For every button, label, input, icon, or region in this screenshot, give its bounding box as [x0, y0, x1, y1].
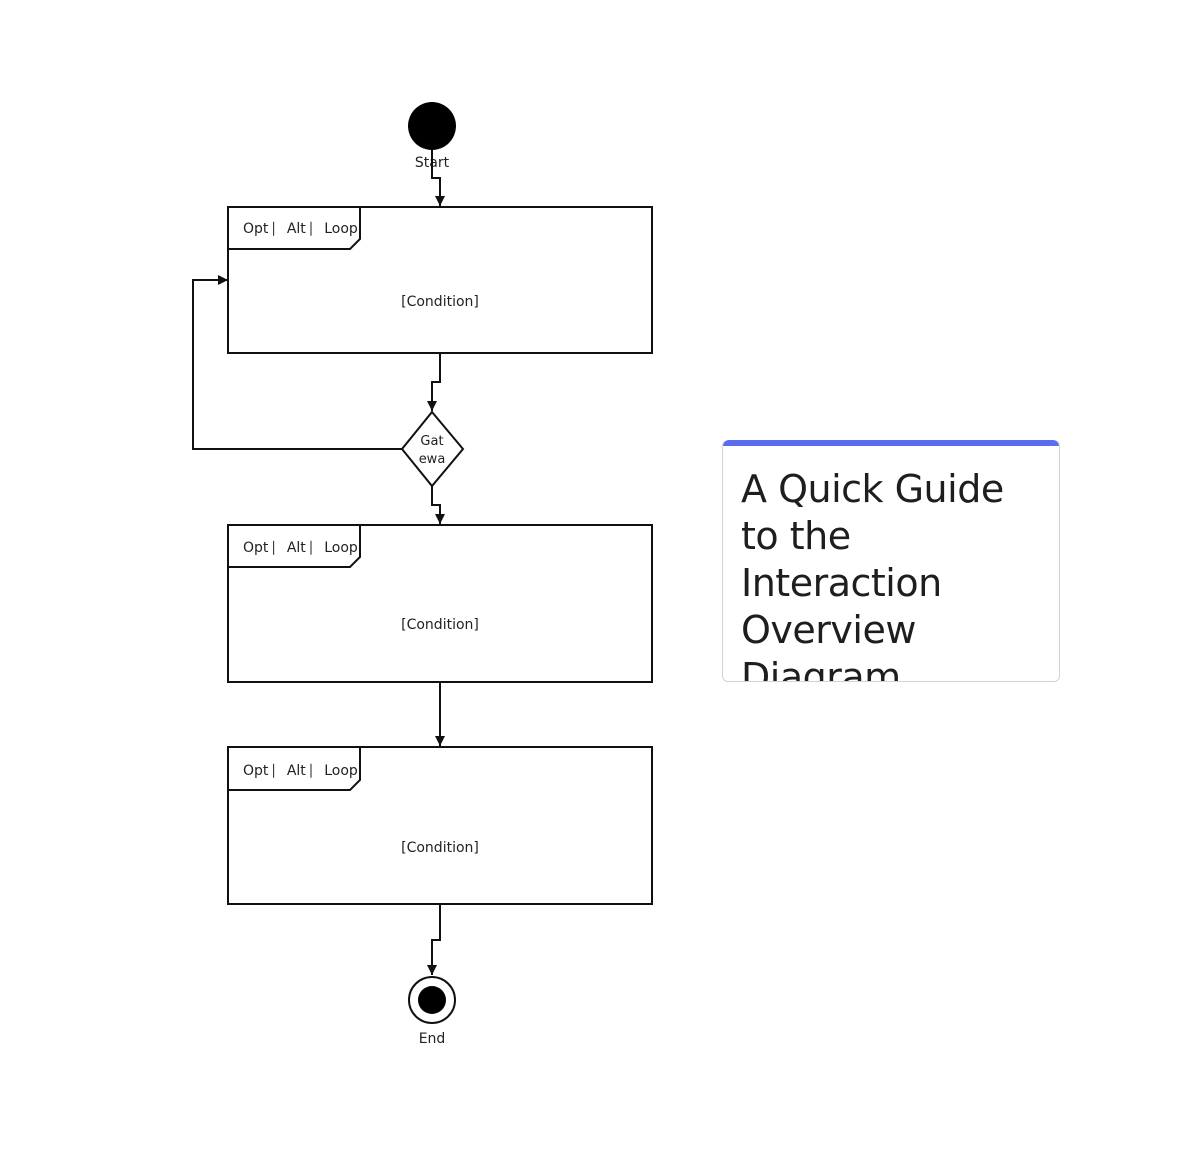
gateway-label-line-1: Gat: [420, 434, 443, 449]
end-node[interactable]: [408, 976, 456, 1024]
connector-gateway-loop-back: [192, 275, 402, 450]
card-title: A Quick Guide to the Interaction Overvie…: [741, 467, 1004, 682]
frame-1-tab-label: Opt ⎸Alt ⎸Loop: [243, 221, 358, 237]
card-accent-bar: [723, 440, 1059, 446]
interaction-frame-3[interactable]: Opt ⎸Alt ⎸Loop [Condition]: [227, 746, 653, 905]
frame-1-tab: [228, 207, 361, 250]
connector-frame-3-to-end: [427, 904, 441, 975]
interaction-frame-1[interactable]: Opt ⎸Alt ⎸Loop [Condition]: [227, 206, 653, 354]
frame-2-tab: [228, 525, 361, 568]
frame-2-tab-label: Opt ⎸Alt ⎸Loop: [243, 540, 358, 556]
end-label: End: [419, 1031, 446, 1047]
frame-3-guard: [Condition]: [401, 840, 479, 856]
frame-3-tab: [228, 747, 361, 791]
guide-title-card[interactable]: A Quick Guide to the Interaction Overvie…: [722, 440, 1060, 682]
connector-gateway-to-frame-2: [431, 486, 445, 524]
frame-3-tab-label: Opt ⎸Alt ⎸Loop: [243, 763, 358, 779]
frame-2-guard: [Condition]: [401, 617, 479, 633]
frame-1-guard: [Condition]: [401, 294, 479, 310]
interaction-frame-2[interactable]: Opt ⎸Alt ⎸Loop [Condition]: [227, 524, 653, 683]
gateway-diamond: [400, 410, 465, 488]
gateway-label-line-2: ewa: [419, 452, 446, 467]
end-node-inner-dot: [418, 986, 446, 1014]
connector-frame-1-to-gateway: [427, 353, 441, 411]
gateway-node[interactable]: Gat ewa: [400, 410, 465, 488]
connector-start-to-frame-1: [431, 150, 445, 206]
start-node[interactable]: [408, 102, 456, 150]
